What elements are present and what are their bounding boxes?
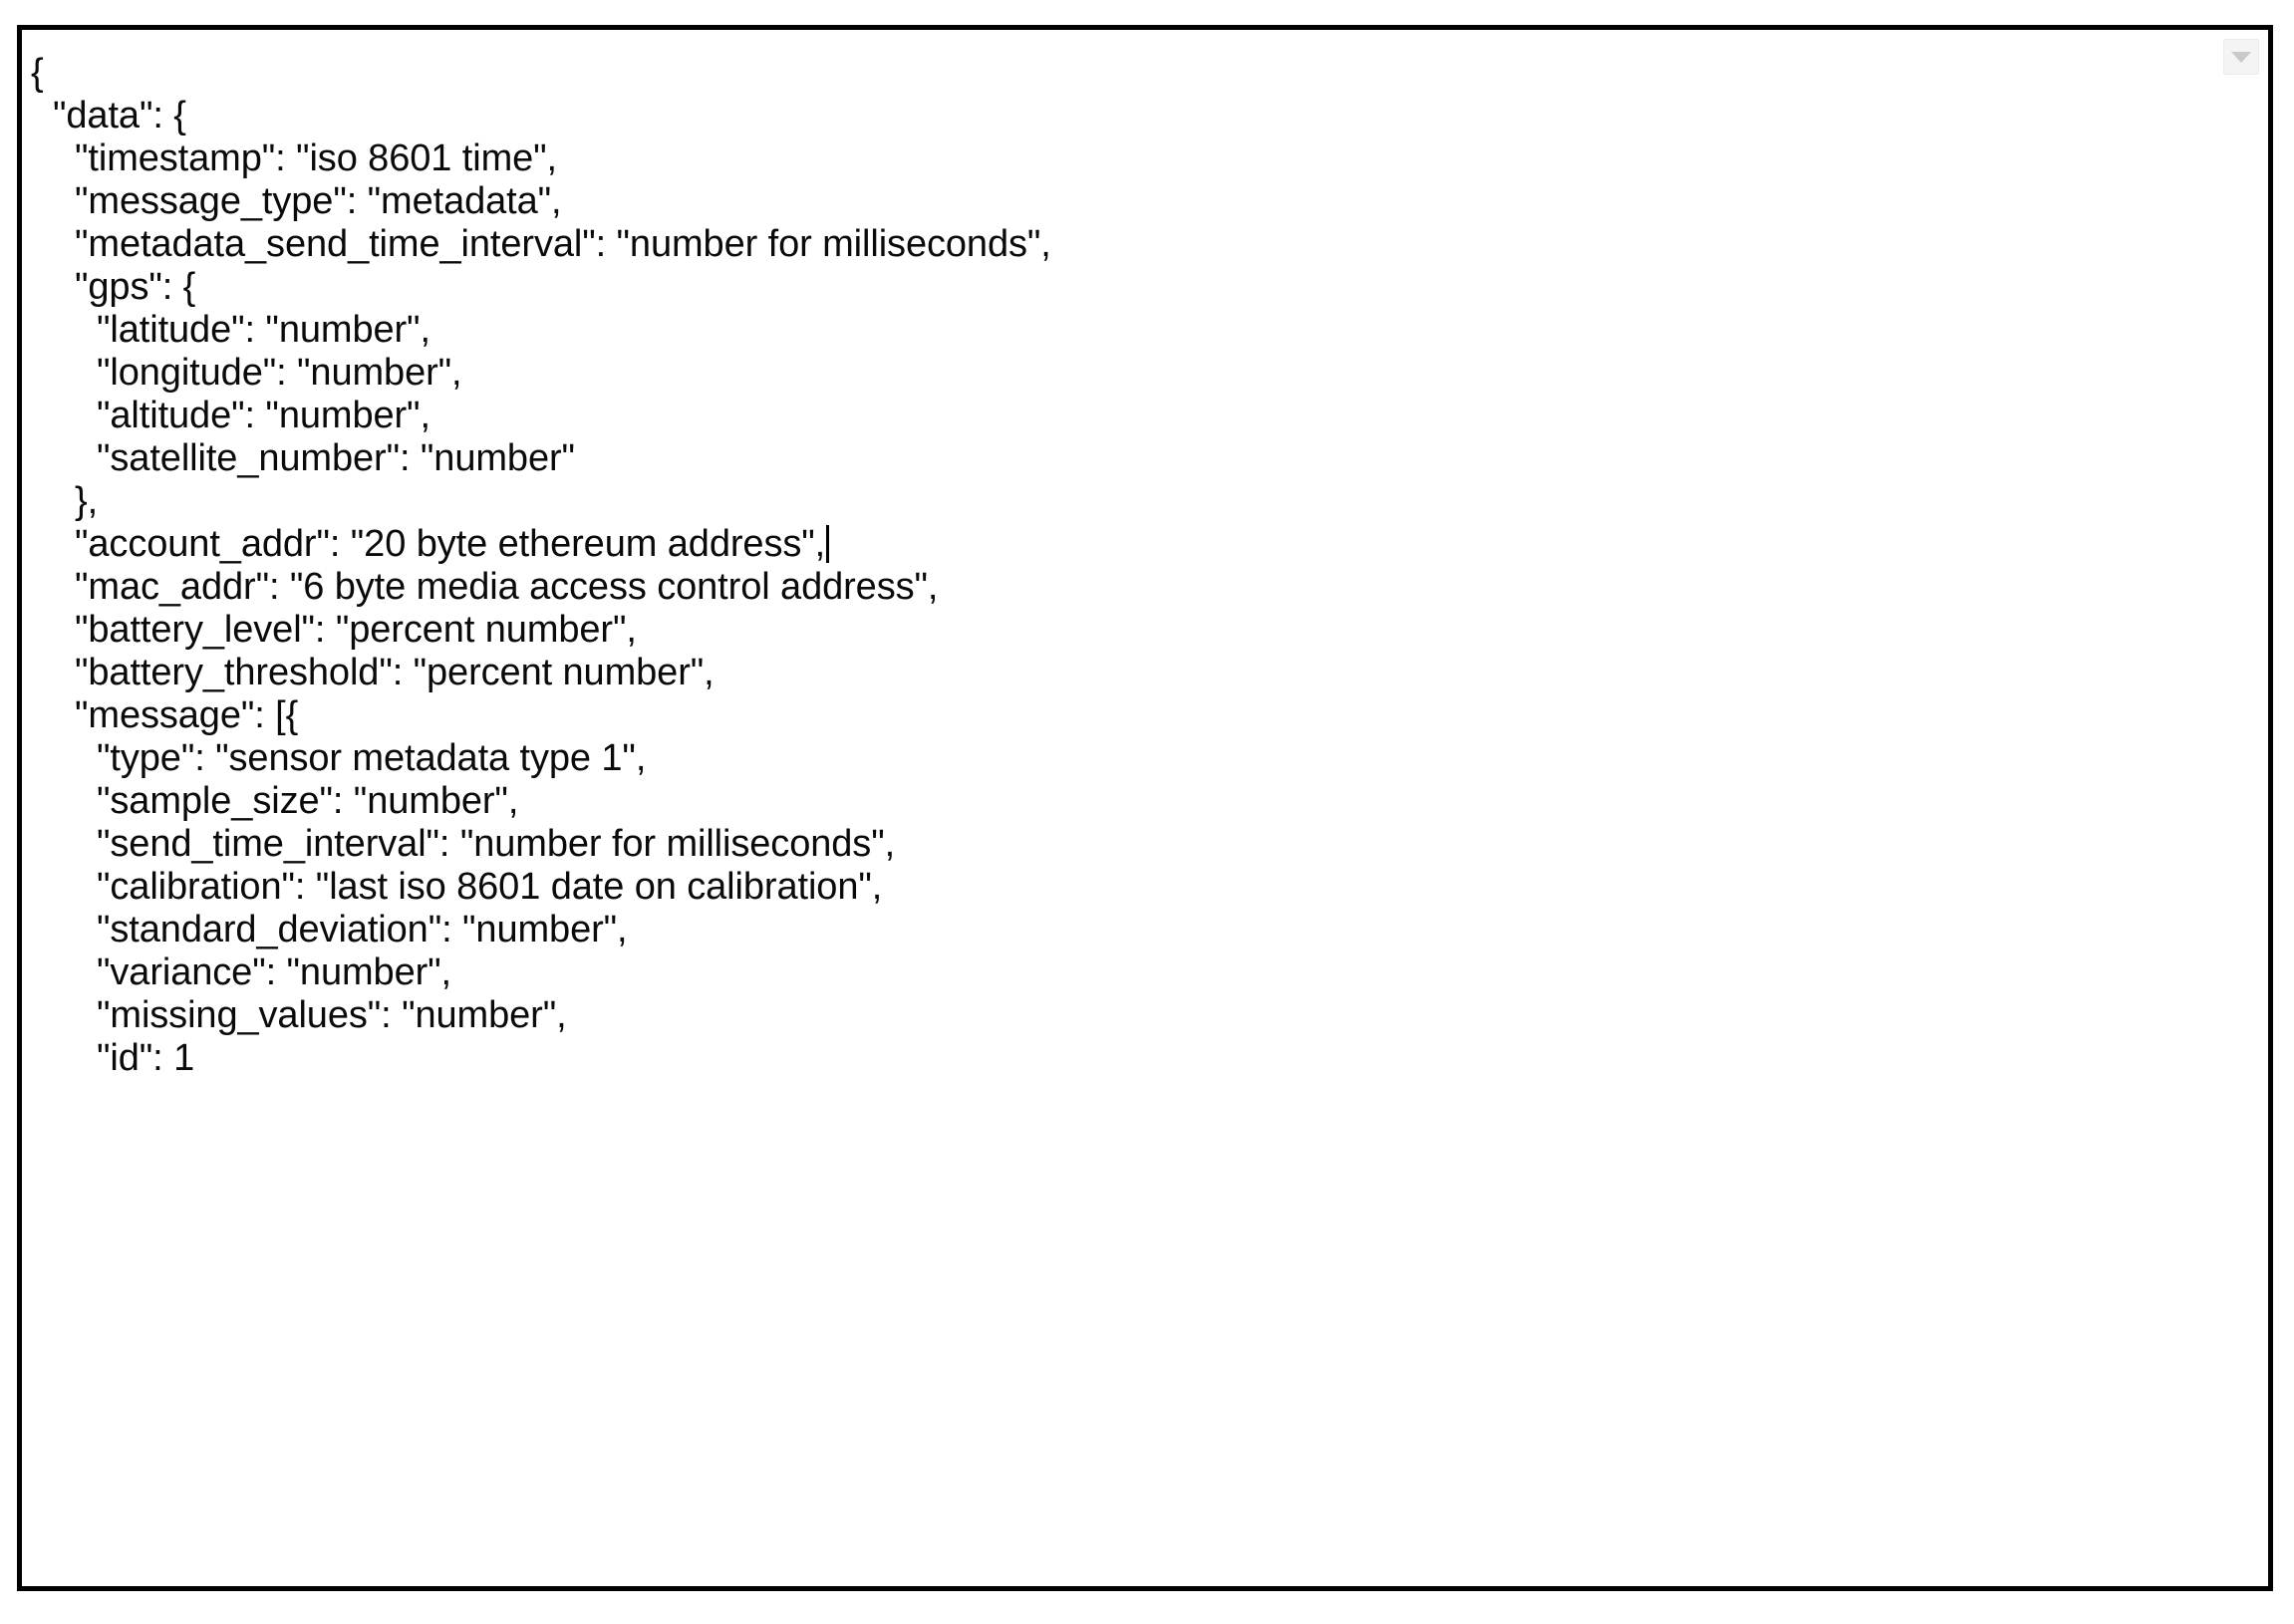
code-line[interactable]: "satellite_number": "number"	[22, 437, 2268, 480]
code-line[interactable]: "variance": "number",	[22, 951, 2268, 994]
code-line-text: "variance": "number",	[97, 951, 452, 993]
code-line[interactable]: "gps": {	[22, 266, 2268, 309]
code-line-text: {	[31, 52, 44, 94]
code-line-text: "metadata_send_time_interval": "number f…	[75, 223, 1051, 265]
code-line[interactable]: "data": {	[22, 95, 2268, 137]
code-line[interactable]: "latitude": "number",	[22, 309, 2268, 352]
code-line[interactable]: "message": [{	[22, 694, 2268, 737]
code-line[interactable]: "send_time_interval": "number for millis…	[22, 823, 2268, 866]
code-line[interactable]: "account_addr": "20 byte ethereum addres…	[22, 523, 2268, 566]
code-line-text: "message_type": "metadata",	[75, 180, 562, 222]
scroll-down-button[interactable]	[2223, 39, 2259, 75]
code-line[interactable]: {	[22, 52, 2268, 95]
code-line[interactable]: "altitude": "number",	[22, 395, 2268, 437]
code-line-text: "type": "sensor metadata type 1",	[97, 737, 647, 779]
code-line[interactable]: "mac_addr": "6 byte media access control…	[22, 566, 2268, 609]
code-line-text: "message": [{	[75, 694, 299, 736]
code-line[interactable]: "battery_threshold": "percent number",	[22, 652, 2268, 694]
code-line[interactable]: "calibration": "last iso 8601 date on ca…	[22, 866, 2268, 909]
code-line[interactable]: "message_type": "metadata",	[22, 180, 2268, 223]
json-code-textarea[interactable]: {"data": {"timestamp": "iso 8601 time","…	[22, 30, 2268, 1586]
code-line[interactable]: "battery_level": "percent number",	[22, 609, 2268, 652]
chevron-down-icon	[2231, 51, 2251, 63]
code-line-text: "send_time_interval": "number for millis…	[97, 823, 896, 865]
code-line[interactable]: "timestamp": "iso 8601 time",	[22, 137, 2268, 180]
code-line-text: "satellite_number": "number"	[97, 437, 575, 479]
code-line-text: "data": {	[53, 95, 186, 136]
code-line-text: "longitude": "number",	[97, 352, 462, 394]
text-caret	[826, 525, 830, 563]
code-line[interactable]: "id": 1	[22, 1037, 2268, 1080]
code-line[interactable]: "standard_deviation": "number",	[22, 909, 2268, 951]
code-line[interactable]: },	[22, 480, 2268, 523]
code-line[interactable]: "missing_values": "number",	[22, 994, 2268, 1037]
code-line-text: "missing_values": "number",	[97, 994, 567, 1036]
code-line-text: "sample_size": "number",	[97, 780, 519, 822]
code-line-text: "mac_addr": "6 byte media access control…	[75, 566, 939, 608]
code-line[interactable]: "longitude": "number",	[22, 352, 2268, 395]
code-line-text: "account_addr": "20 byte ethereum addres…	[75, 523, 826, 565]
code-line-text: "calibration": "last iso 8601 date on ca…	[97, 866, 883, 908]
code-line-text: "battery_threshold": "percent number",	[75, 652, 715, 693]
code-line[interactable]: "sample_size": "number",	[22, 780, 2268, 823]
code-line-text: "id": 1	[97, 1037, 195, 1079]
code-line[interactable]: "type": "sensor metadata type 1",	[22, 737, 2268, 780]
code-line-text: "battery_level": "percent number",	[75, 609, 637, 651]
code-line[interactable]: "metadata_send_time_interval": "number f…	[22, 223, 2268, 266]
code-line-text: "standard_deviation": "number",	[97, 909, 628, 950]
code-line-text: "timestamp": "iso 8601 time",	[75, 137, 558, 179]
code-line-text: "latitude": "number",	[97, 309, 430, 351]
code-line-text: "altitude": "number",	[97, 395, 430, 436]
json-editor-frame[interactable]: {"data": {"timestamp": "iso 8601 time","…	[17, 25, 2273, 1591]
code-line-text: "gps": {	[75, 266, 196, 308]
code-line-text: },	[75, 480, 99, 522]
